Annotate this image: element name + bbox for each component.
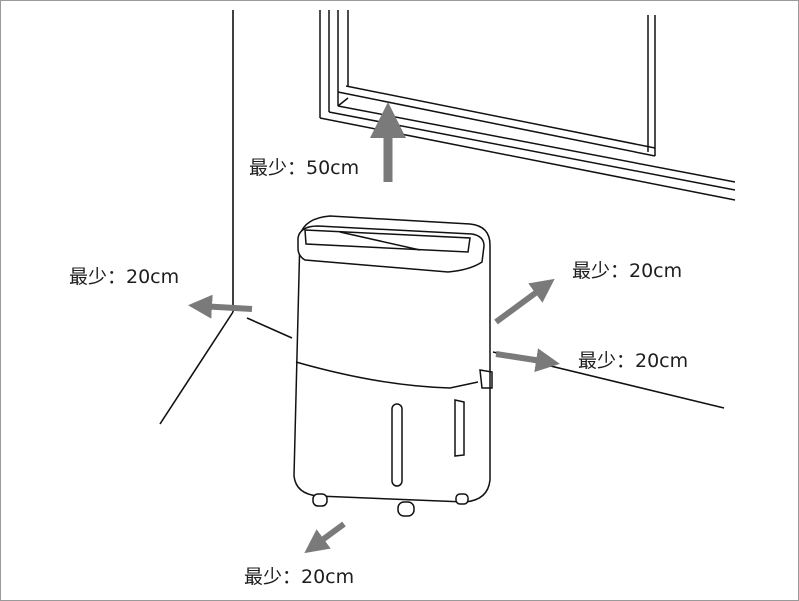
- tank-seam: [295, 361, 479, 389]
- top-groove: [339, 231, 421, 251]
- clearance-label-right-upper: 最少：20cm: [572, 260, 683, 282]
- top-grille: [304, 229, 471, 253]
- arrow-left: [188, 294, 253, 319]
- clearance-arrows: [188, 102, 560, 554]
- baseboard-left: [246, 317, 293, 339]
- side-handle: [454, 399, 465, 457]
- arrow-right-upper: [494, 278, 555, 325]
- unit-top-panel: [297, 225, 485, 273]
- unit-body: [293, 215, 491, 503]
- clearance-label-left: 最少：20cm: [69, 266, 180, 288]
- caster-rear-right: [455, 493, 469, 505]
- clearance-label-right-lower: 最少：20cm: [578, 350, 689, 372]
- drain-outlet: [479, 369, 493, 389]
- water-level-window: [391, 403, 403, 487]
- floor-left-edge: [159, 311, 234, 425]
- clearance-label-front: 最少：20cm: [244, 566, 355, 588]
- caster-front-left: [312, 493, 328, 507]
- dehumidifier: [293, 215, 493, 517]
- window-frame: [319, 10, 736, 201]
- arrow-right-lower: [495, 348, 560, 373]
- clearance-label-top: 最少：50cm: [249, 157, 360, 179]
- arrow-front: [304, 521, 346, 554]
- caster-front-right: [397, 501, 415, 517]
